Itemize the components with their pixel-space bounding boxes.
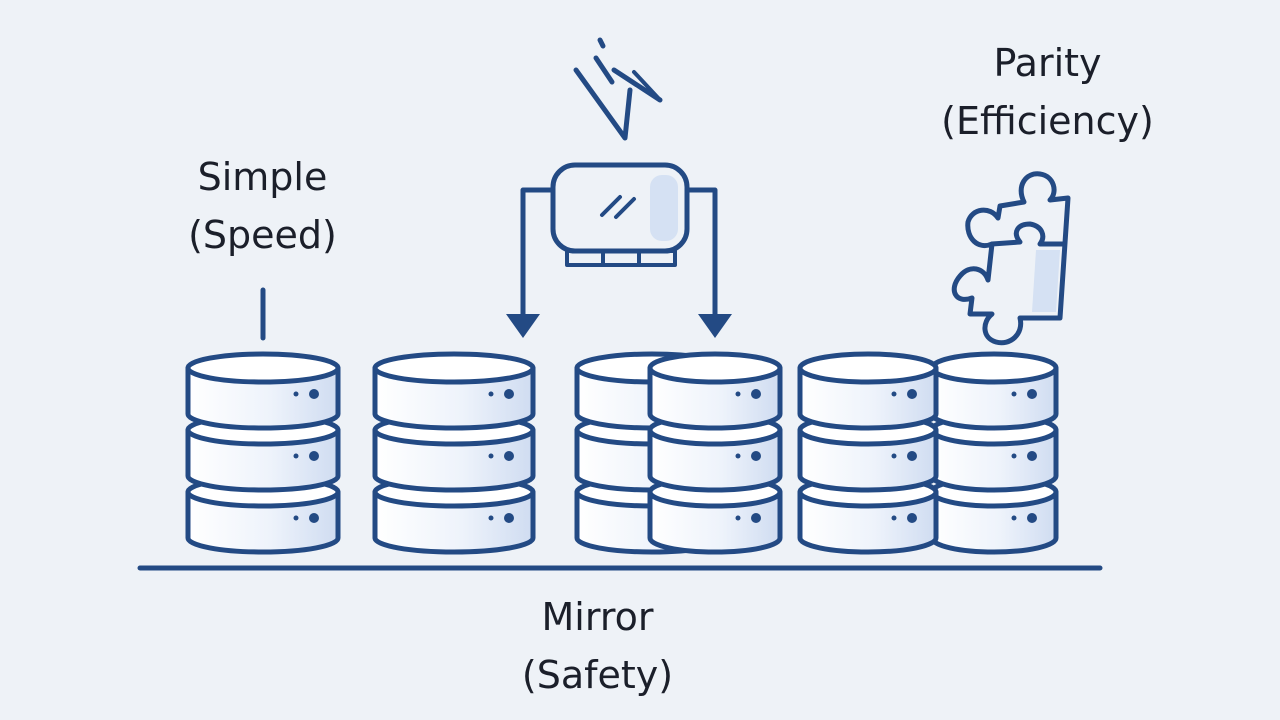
parity-stack-2 [929,351,1059,555]
simple-stack [185,351,341,555]
simple-label: Simple (Speed) [150,148,375,264]
puzzle-icon [951,171,1071,346]
mirror-title: Mirror [541,595,654,639]
parity-subtitle: (Efficiency) [941,99,1154,143]
simple-title: Simple [197,155,328,199]
controller-icon [550,162,690,267]
disk-stacks [185,351,1059,555]
mirror-stack-2 [647,351,783,555]
disk [372,351,536,431]
mirror-subtitle: (Safety) [521,653,674,697]
parity-stack-1 [797,351,939,555]
write-signal-icon [573,37,663,141]
disk [647,351,783,431]
arrow-down-icon-right [684,187,732,338]
simple-subtitle: (Speed) [188,213,337,257]
mirror-label: Mirror (Safety) [470,588,725,704]
disk [797,351,939,431]
parity-label: Parity (Efficiency) [905,34,1190,150]
arrow-down-icon-left [506,187,556,338]
disk [929,351,1059,431]
mirror-stack-1 [372,351,536,555]
parity-title: Parity [993,41,1102,85]
disk [185,351,341,431]
